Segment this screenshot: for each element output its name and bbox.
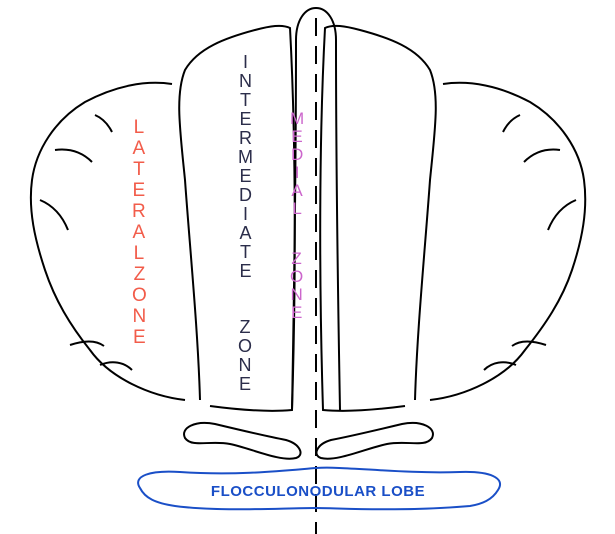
left-intermediate-outline [179, 26, 295, 411]
fissure-line [548, 200, 576, 230]
fissure-line [503, 115, 520, 132]
fissure-line [40, 200, 68, 230]
fissure-line [55, 150, 92, 163]
right-hemisphere-outline [430, 83, 585, 400]
flocculonodular-lobe-label: FLOCCULONODULAR LOBE [138, 483, 498, 500]
left-hemisphere-outline [31, 83, 185, 400]
right-tonsil-outline [316, 423, 432, 459]
fissure-line [524, 150, 560, 163]
left-tonsil-outline [184, 423, 300, 459]
fissure-line [95, 115, 112, 132]
